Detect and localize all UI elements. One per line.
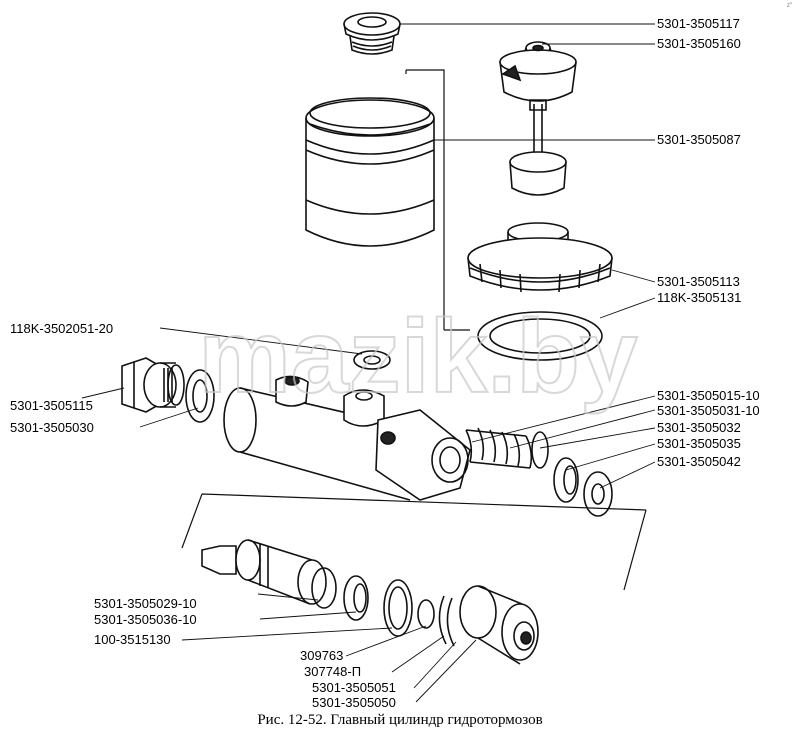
label-5301-3505029-10: 5301-3505029-10 — [94, 596, 197, 611]
watermark: mazik.by — [197, 300, 638, 416]
label-5301-3505050: 5301-3505050 — [312, 695, 396, 710]
label-307748-P: 307748-П — [304, 664, 362, 679]
filler-cap — [343, 12, 401, 55]
retainer-washer — [583, 471, 613, 517]
label-5301-3505160: 5301-3505160 — [657, 36, 741, 51]
return-spring — [465, 427, 533, 469]
svg-text:mazik.by: mazik.by — [198, 300, 637, 415]
figure-caption: Рис. 12-52. Главный цилиндр гидротормозо… — [257, 712, 543, 728]
leader-lines — [81, 23, 656, 703]
label-5301-3505035: 5301-3505035 — [657, 436, 741, 451]
label-5301-3505032: 5301-3505032 — [657, 420, 741, 435]
assembly-bracket — [405, 69, 470, 331]
o-ring-seal — [383, 579, 413, 637]
label-5301-3505036-10: 5301-3505036-10 — [94, 612, 197, 627]
label-5301-3505051: 5301-3505051 — [312, 680, 396, 695]
snap-ring — [417, 599, 435, 629]
label-5301-3505015-10: 5301-3505015-10 — [657, 388, 760, 403]
reservoir-body — [305, 97, 435, 247]
label-5301-3505030: 5301-3505030 — [10, 420, 94, 435]
label-5301-3505031-10: 5301-3505031-10 — [657, 403, 760, 418]
label-5301-3505117: 5301-3505117 — [657, 16, 740, 31]
level-sensor-cap — [499, 41, 577, 196]
label-5301-3505042: 5301-3505042 — [657, 454, 741, 469]
piston — [201, 539, 337, 609]
small-seal-washer-inner — [363, 355, 381, 365]
label-309763: 309763 — [300, 648, 344, 663]
piston-bracket — [181, 493, 647, 591]
dust-boot — [459, 585, 539, 665]
label-5301-3505115: 5301-3505115 — [10, 398, 93, 413]
small-seal-washer — [353, 350, 391, 370]
reservoir-lid — [467, 222, 613, 293]
label-118K-3502051-20: 118K-3502051-20 — [10, 321, 114, 336]
cylinder-body — [223, 375, 471, 501]
sleeve-ring — [553, 457, 579, 503]
end-plug — [121, 357, 185, 413]
label-5301-3505113: 5301-3505113 — [657, 274, 740, 289]
end-plug-washer — [185, 369, 215, 423]
reservoir-gasket — [477, 311, 603, 361]
label-100-3515130: 100-3515130 — [94, 632, 171, 647]
lock-washer — [438, 595, 455, 647]
corner-mark: z" — [786, 3, 792, 9]
piston-cup — [343, 575, 369, 621]
label-118K-3505131: 118K-3505131 — [657, 290, 742, 305]
spring-cup — [531, 431, 549, 469]
label-5301-3505087: 5301-3505087 — [657, 132, 741, 147]
